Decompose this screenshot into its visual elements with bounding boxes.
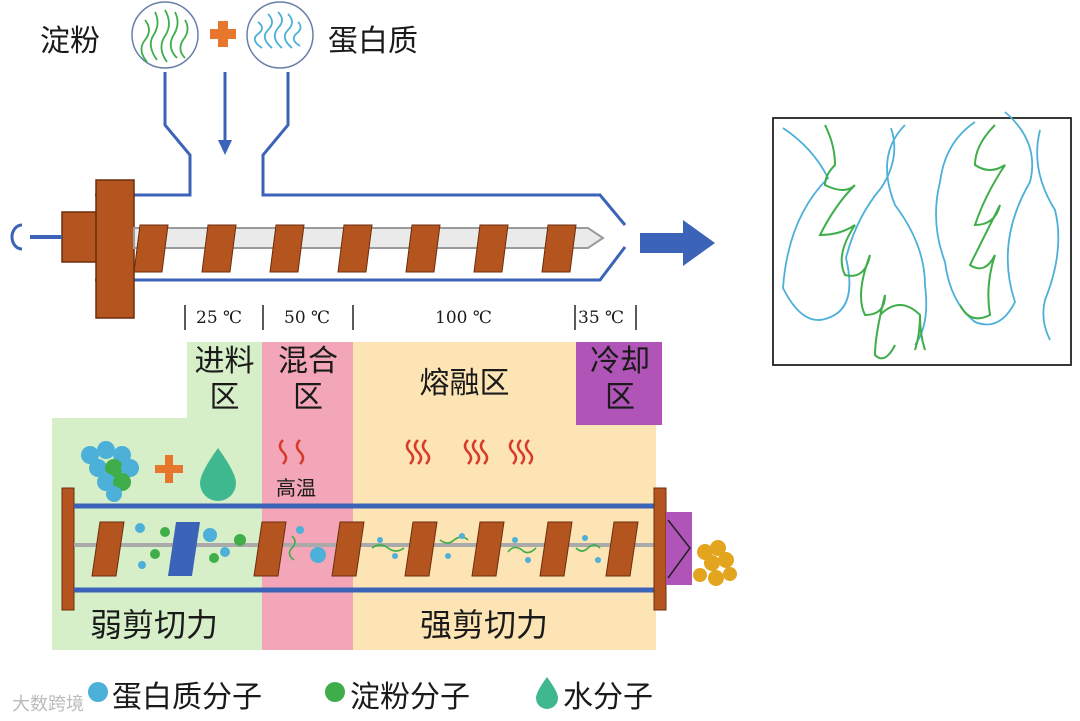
zone-cool-title: 冷却区 bbox=[590, 344, 650, 415]
strong-shear-label: 强剪切力 bbox=[420, 606, 549, 644]
zone-melt-title: 熔融区 bbox=[419, 366, 510, 401]
product-structure-box bbox=[772, 111, 1072, 366]
heat-icons bbox=[278, 439, 534, 465]
temp-mix: 50 ℃ bbox=[284, 308, 331, 328]
zone-feed-title: 进料区 bbox=[194, 344, 255, 415]
protein-input-label: 蛋白质 bbox=[328, 24, 418, 59]
feed-arrow-icon bbox=[218, 72, 232, 155]
temp-feed: 25 ℃ bbox=[196, 308, 243, 328]
feed-hopper bbox=[95, 72, 627, 282]
extruder-bottom bbox=[61, 487, 692, 611]
output-arrow-icon bbox=[640, 220, 715, 266]
starch-input-circle bbox=[131, 1, 199, 69]
temp-cool: 35 ℃ bbox=[578, 308, 625, 328]
water-drop-icon bbox=[200, 448, 236, 501]
legend-water: 水分子 bbox=[563, 680, 653, 715]
temperature-dividers bbox=[184, 305, 637, 330]
protein-legend-icon bbox=[88, 682, 108, 702]
feed-particles bbox=[81, 441, 139, 502]
product-particles bbox=[693, 540, 737, 586]
zone-mix-title: 混合区 bbox=[278, 344, 338, 415]
legend-protein: 蛋白质分子 bbox=[112, 680, 262, 715]
temp-melt: 100 ℃ bbox=[435, 308, 492, 328]
starch-legend-icon bbox=[325, 682, 345, 702]
plus-icon-lower bbox=[155, 455, 183, 483]
high-temp-label: 高温 bbox=[276, 476, 316, 500]
protein-input-circle bbox=[246, 1, 314, 69]
starch-input-label: 淀粉 bbox=[40, 24, 100, 59]
weak-shear-label: 弱剪切力 bbox=[90, 606, 219, 644]
plus-icon bbox=[210, 21, 236, 47]
legend-starch: 淀粉分子 bbox=[350, 680, 470, 715]
watermark: 大数跨境 bbox=[12, 694, 84, 715]
water-legend-icon bbox=[536, 677, 558, 709]
extruder-top bbox=[10, 179, 605, 319]
